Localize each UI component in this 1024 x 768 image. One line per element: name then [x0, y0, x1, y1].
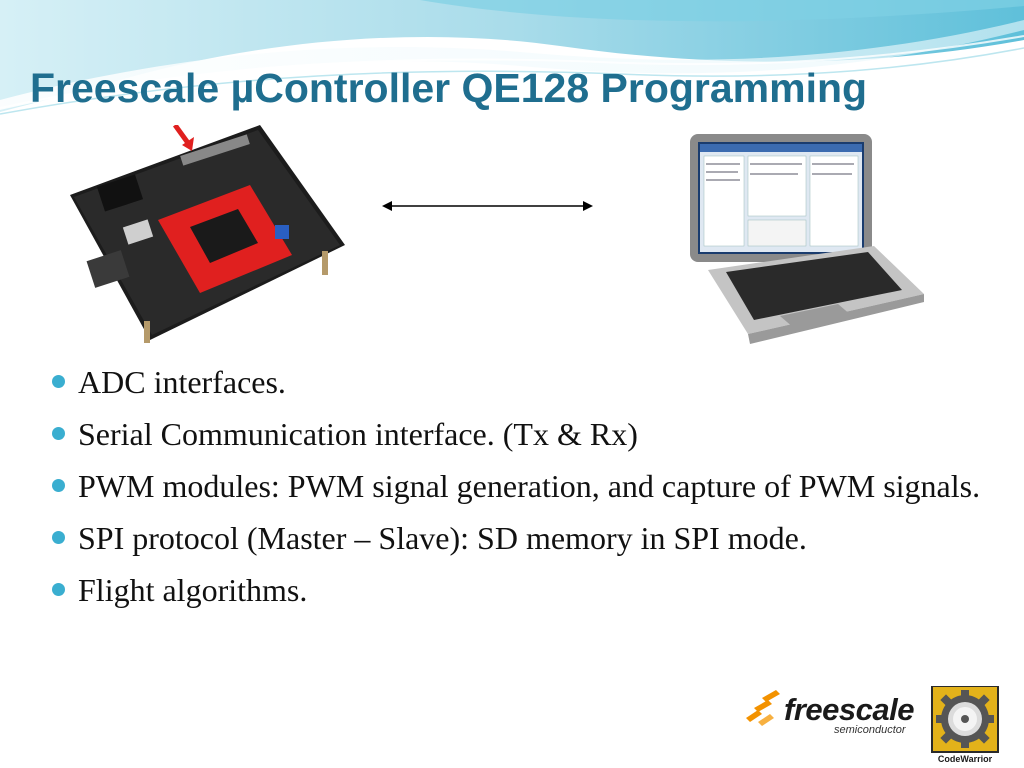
bullet-item: ADC interfaces.: [50, 360, 990, 404]
bullet-text: ADC interfaces.: [78, 364, 286, 400]
freescale-logo: freescale semiconductor: [740, 682, 920, 742]
gear-cd-icon: [931, 685, 999, 753]
bullet-text: Flight algorithms.: [78, 572, 308, 608]
bullet-icon: [52, 479, 65, 492]
freescale-chevron-icon: [746, 690, 780, 726]
bullet-text: Serial Communication interface. (Tx & Rx…: [78, 416, 638, 452]
laptop-image: [688, 130, 926, 360]
freescale-subtitle: semiconductor: [834, 724, 906, 736]
header-wave-decoration: [0, 0, 1024, 115]
slide-title: Freescale µController QE128 Programming: [30, 65, 868, 111]
codewarrior-label: CodeWarrior: [937, 754, 993, 764]
codewarrior-logo: CodeWarrior: [928, 685, 1002, 766]
bullet-icon: [52, 427, 65, 440]
bullet-icon: [52, 375, 65, 388]
bullet-item: SPI protocol (Master – Slave): SD memory…: [50, 516, 990, 560]
bullet-text: SPI protocol (Master – Slave): SD memory…: [78, 520, 807, 556]
bullet-icon: [52, 583, 65, 596]
microcontroller-board-image: [60, 125, 345, 350]
bullet-item: Flight algorithms.: [50, 568, 990, 612]
bullet-list: ADC interfaces. Serial Communication int…: [50, 360, 990, 620]
bullet-text: PWM modules: PWM signal generation, and …: [78, 468, 981, 504]
bullet-item: Serial Communication interface. (Tx & Rx…: [50, 412, 990, 456]
freescale-wordmark: freescale: [784, 692, 914, 727]
double-arrow-icon: [382, 201, 593, 211]
bullet-item: PWM modules: PWM signal generation, and …: [50, 464, 990, 508]
bullet-icon: [52, 531, 65, 544]
